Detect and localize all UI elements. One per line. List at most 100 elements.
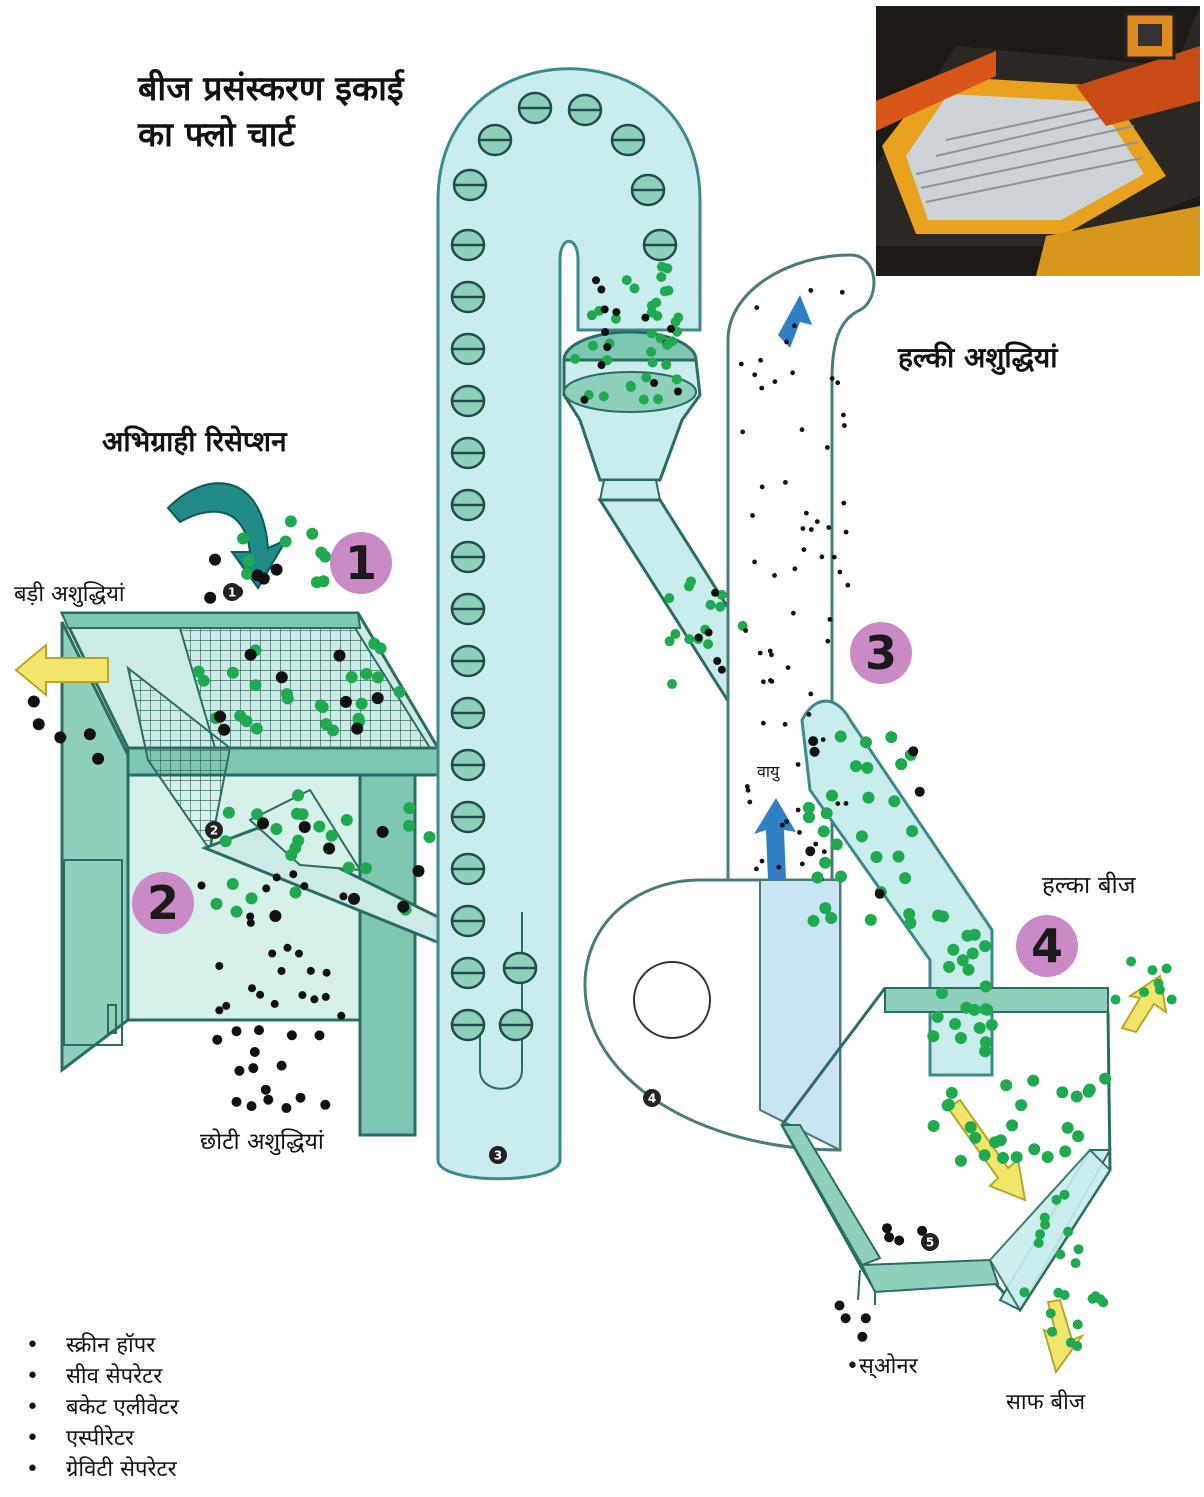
- seed-dot: [936, 987, 948, 999]
- seed-dot: [317, 701, 329, 713]
- legend-item-gravity-separator: ग्रेविटी सेपरेटर: [22, 1454, 179, 1485]
- scalper-label: •स्ओनर: [846, 1350, 918, 1380]
- impurity-dot: [845, 583, 850, 588]
- seed-dot: [812, 872, 824, 884]
- impurity-dot: [598, 361, 606, 369]
- impurity-dot: [832, 555, 837, 560]
- impurity-dot: [222, 1002, 230, 1010]
- impurity-dot: [783, 722, 788, 727]
- impurity-dot: [861, 1313, 871, 1323]
- seed-dot: [949, 1018, 961, 1030]
- seed-dot: [1035, 1229, 1045, 1239]
- elevator-bucket: [612, 125, 644, 155]
- elevator-bucket: [644, 230, 676, 260]
- impurity-dot: [807, 712, 812, 717]
- seed-dot: [653, 394, 663, 404]
- seed-dot: [943, 1099, 955, 1111]
- impurity-dot: [289, 870, 297, 878]
- elevator-bucket: [452, 1010, 484, 1040]
- impurity-dot: [711, 589, 719, 597]
- seed-dot: [979, 940, 991, 952]
- impurity-dot: [804, 511, 809, 516]
- seed-dot: [241, 568, 253, 580]
- seed-dot: [250, 679, 262, 691]
- impurity-dot: [758, 651, 763, 656]
- seed-dot: [360, 862, 372, 874]
- impurity-dot: [323, 843, 335, 855]
- seed-dot: [957, 954, 969, 966]
- seed-dot: [1139, 987, 1149, 997]
- impurity-dot: [250, 1047, 260, 1057]
- seed-dot: [703, 639, 713, 649]
- seed-dot: [1095, 1294, 1105, 1304]
- seed-dot: [1071, 1091, 1083, 1103]
- component-marker-1: 1: [223, 583, 241, 601]
- seed-dot: [1062, 1122, 1074, 1134]
- impurity-dot: [809, 527, 814, 532]
- clean-seed-label: साफ बीज: [1006, 1386, 1085, 1416]
- impurity-dot: [822, 849, 827, 854]
- seed-dot: [570, 354, 580, 364]
- impurity-dot: [835, 1301, 845, 1311]
- seed-dot: [1042, 1151, 1054, 1163]
- impurity-dot: [247, 1101, 257, 1111]
- impurity-dot: [262, 884, 270, 892]
- component-marker-2: 2: [205, 821, 223, 839]
- impurity-dot: [821, 737, 826, 742]
- impurity-dot: [256, 991, 264, 999]
- seed-dot: [997, 1152, 1009, 1164]
- seed-dot: [652, 311, 662, 321]
- elevator-bucket: [452, 958, 484, 988]
- impurity-dot: [759, 386, 764, 391]
- impurity-dot: [813, 842, 818, 847]
- seed-dot: [664, 286, 674, 296]
- seed-dot: [280, 536, 292, 548]
- impurity-dot: [844, 530, 849, 535]
- seed-dot: [684, 634, 694, 644]
- impurity-dot: [768, 678, 773, 683]
- elevator-bucket: [452, 542, 484, 572]
- impurity-dot: [307, 967, 315, 975]
- impurity-dot: [377, 826, 389, 838]
- impurity-dot: [296, 1093, 306, 1103]
- impurity-dot: [780, 823, 785, 828]
- elevator-bucket: [452, 594, 484, 624]
- seed-dot: [706, 600, 716, 610]
- impurity-dot: [218, 724, 230, 736]
- seed-dot: [980, 1036, 992, 1048]
- impurity-dot: [857, 1332, 867, 1342]
- impurity-dot: [760, 859, 765, 864]
- impurity-dot: [246, 913, 254, 921]
- seed-dot: [861, 762, 873, 774]
- seed-dot: [1154, 979, 1164, 989]
- seed-dot: [906, 825, 918, 837]
- impurity-dot: [784, 340, 789, 345]
- seed-dot: [375, 642, 387, 654]
- impurity-dot: [768, 649, 773, 654]
- seed-dot: [979, 1149, 991, 1161]
- impurity-dot: [796, 808, 801, 813]
- impurity-dot: [212, 1035, 222, 1045]
- elevator-bucket: [569, 95, 601, 125]
- impurity-dot: [295, 950, 303, 958]
- seed-dot: [969, 929, 981, 941]
- impurity-dot: [397, 901, 409, 913]
- seed-dot: [588, 341, 598, 351]
- seed-dot: [932, 1011, 944, 1023]
- impurity-dot: [884, 1232, 894, 1242]
- seed-dot: [306, 528, 318, 540]
- seed-dot: [947, 944, 959, 956]
- impurity-dot: [783, 480, 788, 485]
- seed-dot: [1040, 1213, 1050, 1223]
- seed-dot: [231, 906, 243, 918]
- impurity-dot: [92, 753, 104, 765]
- impurity-dot: [667, 325, 675, 333]
- elevator-bucket: [452, 282, 484, 312]
- impurity-dot: [773, 379, 778, 384]
- seed-dot: [320, 718, 332, 730]
- impurity-dot: [209, 554, 221, 566]
- impurity-dot: [298, 991, 306, 999]
- impurity-dot: [320, 1100, 330, 1110]
- seed-dot: [803, 811, 815, 823]
- seed-dot: [361, 668, 373, 680]
